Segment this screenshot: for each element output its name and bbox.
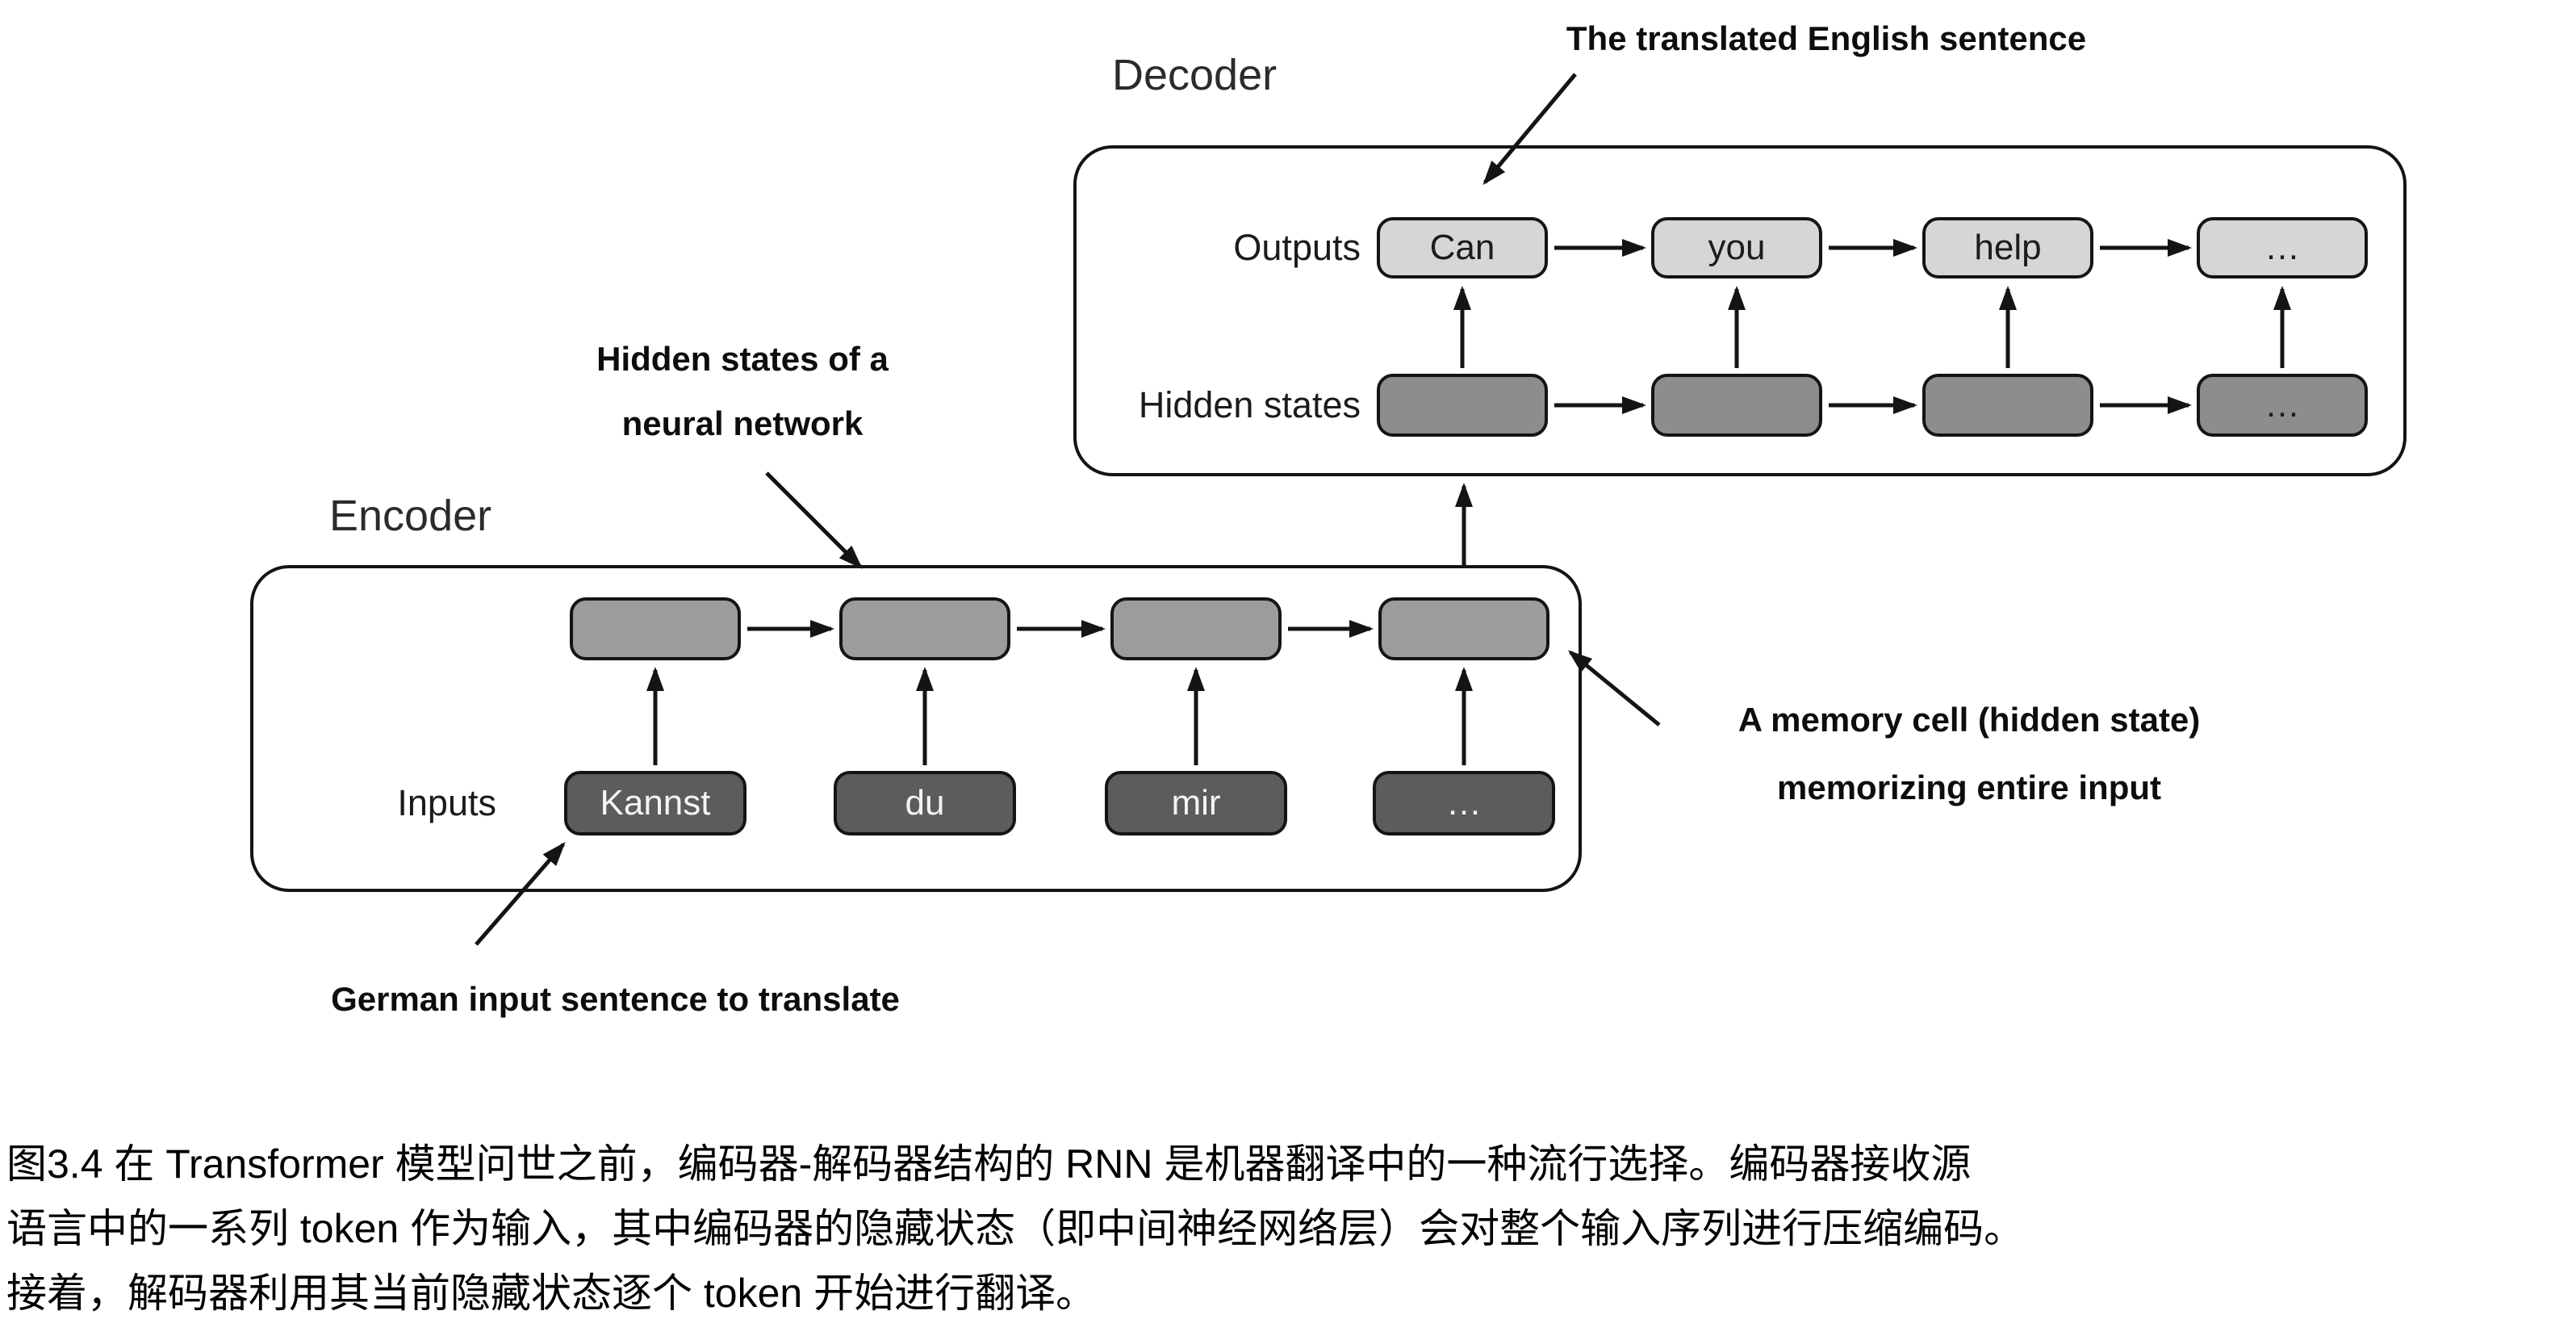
encoder-hidden-state-cell <box>1110 597 1282 660</box>
encoder-input-token: … <box>1373 771 1555 835</box>
decoder-outputs-label: Outputs <box>1233 227 1361 268</box>
decoder-output-token: help <box>1922 217 2093 278</box>
annotation-memory-cell-line2: memorizing entire input <box>1776 768 2162 806</box>
encoder-input-token: Kannst <box>564 771 746 835</box>
arrow-annotation-hidden-states <box>765 471 863 569</box>
encoder-hidden-state-cell <box>570 597 741 660</box>
decoder-output-token: … <box>2197 217 2368 278</box>
decoder-hidden-state-cell <box>1922 374 2093 437</box>
encoder-hidden-state-cell <box>839 597 1010 660</box>
annotation-translated-sentence: The translated English sentence <box>1566 19 2087 57</box>
annotation-german-input: German input sentence to translate <box>331 980 900 1018</box>
decoder-title: Decoder <box>1112 51 1278 99</box>
decoder-hidden-state-cell <box>1377 374 1548 437</box>
encoder-inputs-label: Inputs <box>397 782 496 823</box>
decoder-hidden-states-label: Hidden states <box>1138 384 1361 425</box>
annotation-memory-cell-line1: A memory cell (hidden state) <box>1738 701 2201 739</box>
decoder-hidden-state-cell: … <box>2197 374 2368 437</box>
decoder-output-token: Can <box>1377 217 1548 278</box>
encoder-hidden-state-cell <box>1378 597 1549 660</box>
decoder-output-token: you <box>1651 217 1822 278</box>
encoder-title: Encoder <box>329 492 492 540</box>
figure-caption: 图3.4 在 Transformer 模型问世之前，编码器-解码器结构的 RNN… <box>6 1132 2573 1325</box>
annotation-memory-cell: A memory cell (hidden state) memorizing … <box>1662 686 2276 822</box>
caption-line-1: 图3.4 在 Transformer 模型问世之前，编码器-解码器结构的 RNN… <box>6 1141 1972 1187</box>
arrow-annotation-memory-cell <box>1567 650 1661 727</box>
encoder-input-token: du <box>834 771 1016 835</box>
encoder-input-token: mir <box>1105 771 1287 835</box>
annotation-hidden-states-line1: Hidden states of a <box>596 340 889 378</box>
caption-line-3: 接着，解码器利用其当前隐藏状态逐个 token 开始进行翻译。 <box>6 1271 1097 1316</box>
annotation-hidden-states-line2: neural network <box>621 404 864 442</box>
decoder-hidden-state-cell <box>1651 374 1822 437</box>
annotation-hidden-states: Hidden states of a neural network <box>541 327 944 456</box>
caption-line-2: 语言中的一系列 token 作为输入，其中编码器的隐藏状态（即中间神经网络层）会… <box>6 1206 2025 1251</box>
